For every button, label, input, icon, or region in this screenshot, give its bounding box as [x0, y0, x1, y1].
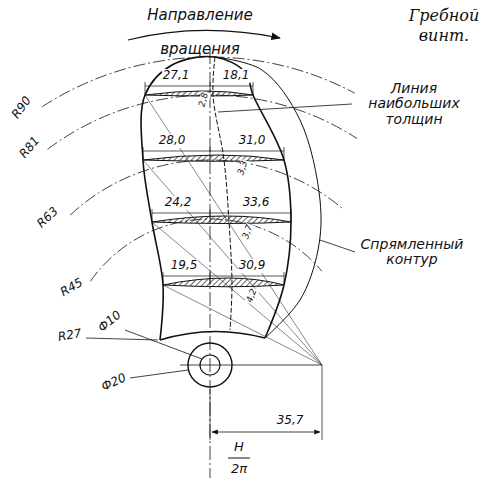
drawing-part: [42, 30, 357, 478]
fraction-part: H: [233, 440, 245, 454]
extension-line: [210, 389, 211, 440]
blade-section: [152, 216, 291, 224]
dimension-line: [152, 213, 291, 214]
rotation-note: Направление вращения: [134, 0, 266, 66]
dimension: 19,5: [170, 259, 199, 272]
callout-note: Линия наибольших толщин: [353, 81, 475, 127]
extension-line: [284, 147, 285, 160]
radius-label: R90: [9, 94, 35, 122]
extension-line: [143, 147, 144, 160]
dimension: 27,1: [162, 69, 191, 82]
diameter-label: Ф20: [99, 371, 130, 395]
extension-line: [210, 147, 211, 160]
radius-arc: [70, 160, 342, 215]
dimension-line: [163, 276, 284, 277]
extension-line: [284, 272, 285, 285]
extension-line: [253, 82, 254, 95]
axis-line: [210, 50, 211, 478]
blade-section: [143, 155, 284, 161]
dimension: 30,9: [238, 259, 267, 272]
leader-line: [130, 370, 188, 378]
leader-line: [218, 104, 352, 112]
dimension: 18,1: [222, 69, 251, 82]
extension-line: [291, 209, 292, 222]
pitch-line: [145, 95, 322, 365]
callout-note: Спрямленный контур: [356, 237, 468, 268]
radius-label: R63: [34, 204, 62, 231]
extension-line: [210, 272, 211, 285]
blade-root: [160, 331, 265, 340]
dimension: 24,2: [164, 196, 193, 209]
dimension: 31,0: [238, 134, 267, 147]
thickness: 3,7: [241, 223, 256, 242]
straightened-contour: [215, 57, 321, 338]
thickness: 2,8: [197, 91, 211, 109]
dimension-line: [145, 86, 253, 87]
blade-section: [163, 278, 284, 287]
base-line: [180, 365, 322, 366]
dimension-line: [212, 432, 320, 433]
pitch-line: [143, 160, 322, 365]
fraction-bar: [228, 458, 250, 459]
radius-label: R27: [56, 327, 84, 344]
dimension: 35,7: [276, 414, 305, 427]
extension-line: [163, 272, 164, 285]
fraction-part: 2π: [230, 462, 248, 476]
dimension: 28,0: [158, 134, 187, 147]
rotation-arrow: [128, 30, 280, 40]
pitch-line: [152, 222, 322, 365]
dimension-line: [143, 151, 284, 152]
extension-line: [152, 209, 153, 222]
extension-line: [210, 209, 211, 222]
blade-section: [145, 91, 253, 96]
leader-line: [320, 240, 355, 252]
thickness: 4,2: [244, 287, 259, 306]
pitch-line: [163, 285, 322, 365]
dimension: 33,6: [242, 196, 271, 209]
extension-line: [322, 365, 323, 440]
leader-line: [125, 330, 202, 359]
radius-label: R45: [58, 276, 87, 300]
drawing-title: Гребной винт.: [402, 6, 486, 46]
diameter-label: Ф10: [95, 308, 125, 336]
radius-label: R81: [17, 134, 44, 162]
blade-outline: [141, 57, 291, 340]
extension-line: [145, 82, 146, 95]
max-thickness-line: [213, 57, 232, 330]
thickness: 3,3: [236, 159, 250, 178]
